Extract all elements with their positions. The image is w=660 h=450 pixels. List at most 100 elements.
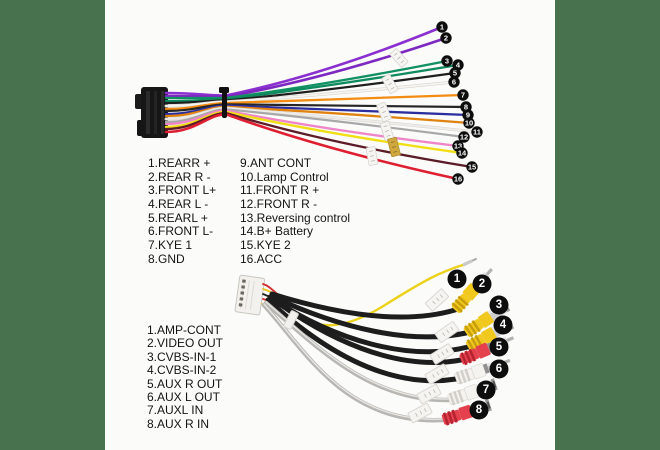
legend-item: 5.REARL +	[148, 210, 208, 225]
wire-11	[165, 107, 478, 133]
svg-text:6: 6	[452, 78, 456, 87]
legend-item: 5.AUX R OUT	[147, 376, 223, 391]
badge-b1: 1	[447, 269, 467, 289]
legend-item: 16.ACC	[240, 251, 283, 266]
svg-text:3: 3	[445, 57, 449, 66]
wire-16	[164, 112, 460, 181]
legend-item: 15.KYE 2	[240, 238, 291, 253]
badge-b6: 6	[489, 359, 509, 379]
badge-t11: 11	[471, 126, 483, 138]
badge-t2: 2	[440, 32, 452, 44]
legend-item: 14.B+ Battery	[240, 224, 314, 239]
svg-text:7: 7	[483, 384, 489, 396]
svg-text:13: 13	[454, 142, 462, 151]
cable-tie	[219, 87, 229, 118]
bottom-zip-tie	[283, 310, 299, 330]
legend-item: 3.CVBS-IN-1	[147, 349, 217, 364]
svg-text:12: 12	[460, 133, 468, 142]
legend-item: 3.FRONT L+	[148, 183, 217, 198]
svg-text:2: 2	[444, 34, 448, 43]
svg-text:5: 5	[496, 341, 503, 353]
svg-text:11: 11	[473, 128, 481, 137]
badge-b5: 5	[489, 337, 509, 357]
legend-item: 4.CVBS-IN-2	[147, 363, 217, 378]
wire-7	[164, 93, 465, 111]
svg-text:9: 9	[466, 111, 470, 120]
legend-item: 6.AUX L OUT	[147, 389, 220, 404]
wire-1	[164, 25, 444, 97]
top-legend-col2: 9.ANT CONT 10.Lamp Control 11.FRONT R + …	[240, 156, 351, 267]
badge-t14: 14	[456, 147, 468, 159]
legend-item: 2.VIDEO OUT	[147, 336, 224, 351]
svg-text:16: 16	[454, 175, 462, 184]
legend-item: 13.Reversing control	[240, 210, 351, 225]
top-legend-col1: 1.REARR + 2.REAR R - 3.FRONT L+ 4.REAR L…	[148, 156, 217, 267]
wire-14	[164, 110, 464, 155]
iso-connector	[135, 87, 168, 138]
bottom-harness: 1 2 3 4 5 6 7 8	[234, 257, 515, 426]
wire-tags-top	[365, 48, 409, 166]
legend-item: 7.AUXL IN	[147, 403, 204, 418]
svg-text:1: 1	[440, 23, 444, 32]
badge-t7: 7	[457, 89, 469, 101]
legend-item: 11.FRONT R +	[240, 183, 320, 198]
legend-item: 6.FRONT L-	[148, 224, 214, 239]
svg-text:2: 2	[479, 278, 485, 290]
badge-t12: 12	[458, 131, 470, 143]
wire-8	[164, 103, 468, 113]
badge-t10: 10	[463, 117, 475, 129]
svg-text:3: 3	[496, 299, 502, 311]
cable-aux-r-in-highlight	[263, 303, 444, 420]
legend-item: 7.KYE 1	[148, 238, 193, 253]
svg-text:14: 14	[458, 149, 467, 158]
badge-t5: 5	[449, 67, 461, 79]
svg-text:4: 4	[456, 61, 461, 70]
white-connector	[234, 274, 265, 316]
wire-9	[164, 104, 470, 117]
badge-b2: 2	[472, 274, 492, 294]
bottom-legend: 1.AMP-CONT 2.VIDEO OUT 3.CVBS-IN-1 4.CVB…	[147, 323, 224, 431]
legend-item: 1.REARR +	[148, 156, 211, 170]
wire-3	[164, 59, 449, 100]
wire-5	[164, 71, 457, 105]
badge-b3: 3	[489, 295, 509, 315]
legend-item: 9.ANT CONT	[240, 156, 312, 170]
svg-text:10: 10	[465, 119, 473, 128]
badge-b4: 4	[493, 315, 513, 335]
wire-fan	[164, 25, 479, 181]
wire-15	[164, 111, 474, 169]
svg-text:15: 15	[468, 163, 476, 172]
badge-t15: 15	[466, 161, 478, 173]
legend-item: 1.AMP-CONT	[147, 323, 222, 337]
svg-text:5: 5	[453, 69, 457, 78]
amp-cont-terminal	[462, 257, 478, 267]
legend-item: 10.Lamp Control	[240, 169, 329, 184]
cable-video-out	[269, 291, 458, 320]
badge-b8: 8	[469, 400, 489, 420]
svg-text:8: 8	[464, 103, 468, 112]
svg-text:8: 8	[476, 404, 483, 416]
wire-tags-bottom	[407, 288, 460, 424]
badge-b7: 7	[476, 380, 496, 400]
svg-text:4: 4	[500, 319, 507, 331]
wire-10	[164, 105, 471, 125]
badge-t3: 3	[441, 55, 453, 67]
rca-aux-l-out-plug	[454, 358, 511, 385]
svg-text:6: 6	[496, 363, 502, 375]
legend-item: 8.AUX R IN	[147, 416, 210, 431]
legend-item: 2.REAR R -	[148, 169, 211, 184]
top-badges: 1 2 3 4 5 6 7 8 9 10 11 12 13 14 15 16	[436, 21, 483, 185]
wire-12	[164, 108, 466, 139]
svg-text:1: 1	[454, 273, 461, 285]
badge-t1: 1	[436, 21, 448, 33]
legend-item: 12.FRONT R -	[240, 197, 318, 212]
legend-item: 4.REAR L -	[148, 197, 209, 212]
svg-text:7: 7	[461, 91, 465, 100]
top-harness: 1 2 3 4 5 6 7 8 9 10 11 12 13 14 15 16	[135, 21, 483, 185]
legend-item: 8.GND	[148, 251, 185, 266]
badge-t6: 6	[448, 76, 460, 88]
bottom-badges: 1 2 3 4 5 6 7 8	[447, 269, 513, 420]
wire-4	[164, 63, 460, 103]
